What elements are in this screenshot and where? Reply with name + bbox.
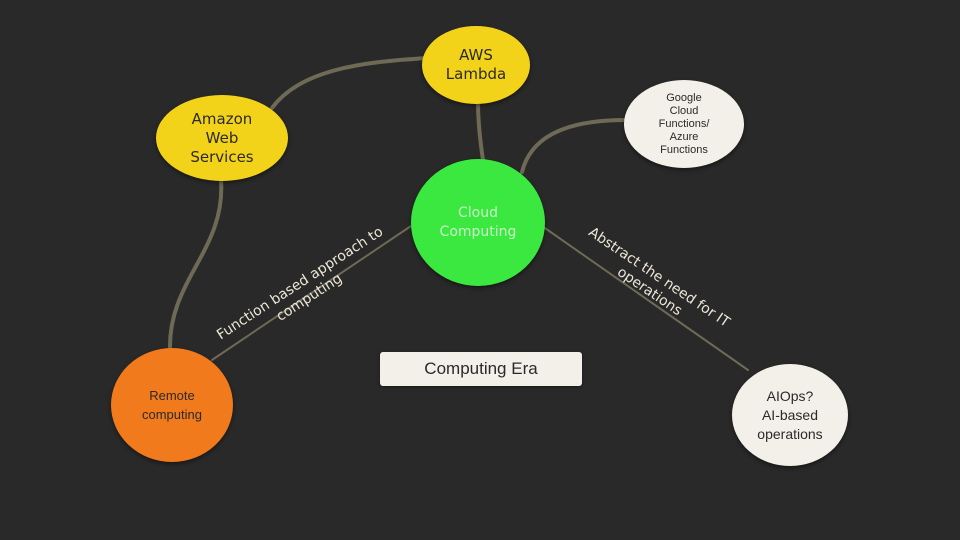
google-azure-functions-label: Google Cloud Functions/ Azure Functions (658, 91, 710, 156)
link-aws-lambda-to-amazon-ws (270, 56, 430, 110)
aiops-node[interactable]: AIOps? AI-based operations (732, 364, 848, 466)
aws-lambda-node[interactable]: AWS Lambda (422, 26, 530, 104)
link-cloud-to-google-azure (520, 118, 628, 174)
google-azure-functions-node[interactable]: Google Cloud Functions/ Azure Functions (624, 80, 744, 168)
amazon-web-services-label: Amazon Web Services (190, 109, 254, 166)
aws-lambda-label: AWS Lambda (445, 46, 507, 83)
link-cloud-to-aiops (541, 225, 749, 371)
cloud-computing-label: Cloud Computing (439, 204, 517, 240)
remote-computing-label: Remote computing (142, 388, 202, 422)
link-amazon-ws-to-remote (167, 178, 224, 352)
cloud-computing-node[interactable]: Cloud Computing (411, 159, 545, 286)
aiops-label: AIOps? AI-based operations (757, 387, 823, 442)
remote-computing-node[interactable]: Remote computing (111, 348, 233, 462)
link-cloud-to-aws-lambda (476, 100, 485, 162)
link-cloud-to-remote (211, 223, 415, 361)
title-box[interactable]: Computing Era (380, 352, 582, 386)
amazon-web-services-node[interactable]: Amazon Web Services (156, 95, 288, 181)
title-text: Computing Era (424, 359, 538, 378)
